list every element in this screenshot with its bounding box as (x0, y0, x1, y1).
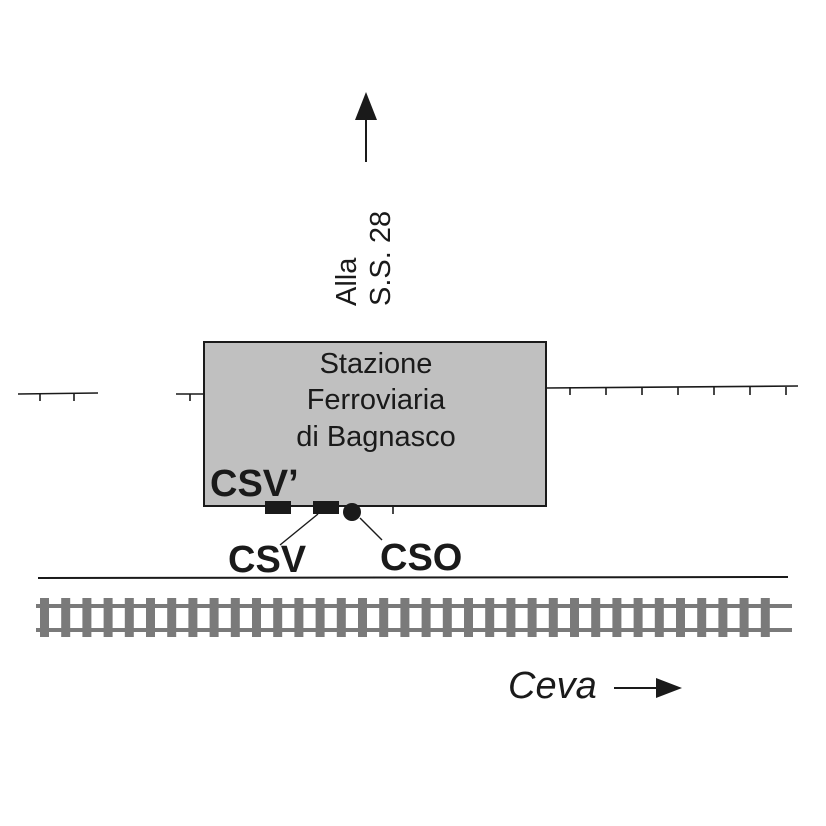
csv-leader-line (279, 513, 319, 546)
station-name-line2: Ferroviaria (307, 384, 446, 416)
track-sleeper (230, 598, 240, 637)
track-sleeper (739, 598, 749, 637)
destination-arrow (614, 678, 682, 698)
track-sleeper (146, 598, 155, 637)
track-sleeper (358, 598, 367, 637)
track-sleeper (676, 598, 685, 637)
track-sleeper (612, 598, 622, 637)
destination-label: Ceva (508, 665, 597, 707)
track-sleeper (400, 598, 410, 637)
track-sleeper (61, 598, 71, 637)
track-sleeper (591, 598, 601, 637)
station-name-line3: di Bagnasco (296, 421, 456, 453)
track-sleeper (697, 598, 707, 637)
track-sleeper (294, 598, 304, 637)
track-sleeper (485, 598, 495, 637)
cso-leader-line (359, 517, 383, 541)
track-sleeper (442, 598, 452, 637)
track-sleeper (527, 598, 537, 637)
track-sleeper (273, 598, 283, 637)
track-sleeper (464, 598, 473, 637)
track-sleeper (82, 598, 92, 637)
track-sleeper (315, 598, 325, 637)
track-sleeper (252, 598, 261, 637)
track-sleeper (188, 598, 198, 637)
cso-marker (343, 503, 361, 521)
fence-right (545, 385, 799, 395)
track-sleeper (209, 598, 219, 637)
track-sleeper (167, 598, 177, 637)
track-sleeper (421, 598, 431, 637)
csv-marker (313, 501, 339, 514)
station-name-line1: Stazione (320, 348, 433, 380)
road-label-line2: S.S. 28 (365, 211, 397, 306)
track-sleeper (654, 598, 664, 637)
csv-prime-label: CSV’ (210, 463, 299, 505)
fence-station-left (176, 393, 204, 401)
track-sleeper (506, 598, 516, 637)
fence-left (17, 392, 99, 401)
track-sleeper (633, 598, 643, 637)
track-sleeper (548, 598, 558, 637)
track-sleeper (570, 598, 579, 637)
platform-edge (37, 576, 789, 579)
station-building (203, 341, 547, 507)
track-sleeper (336, 598, 346, 637)
road-label-line1: Alla (331, 257, 363, 306)
track-sleeper (103, 598, 113, 637)
track-sleeper (40, 598, 49, 637)
track-sleeper (760, 598, 770, 637)
track-sleeper (124, 598, 134, 637)
csv-label: CSV (228, 539, 307, 581)
cso-label: CSO (380, 537, 462, 579)
railway-track (36, 598, 792, 637)
road-label-group: Alla S.S. 28 (331, 211, 397, 306)
north-arrow (355, 92, 377, 162)
track-sleeper (379, 598, 389, 637)
track-sleeper (718, 598, 728, 637)
csv-prime-marker (265, 501, 291, 514)
